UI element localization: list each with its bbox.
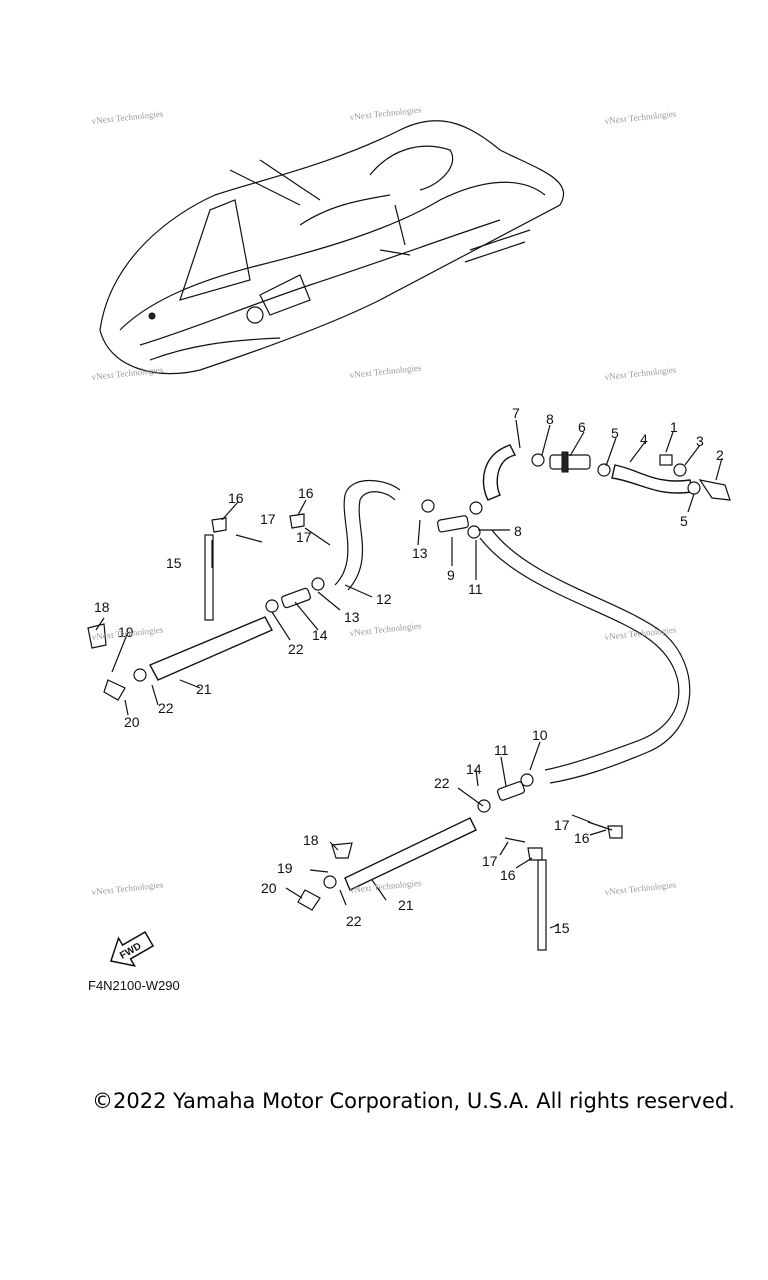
callout-17: 17 (260, 511, 276, 527)
watermark: vNext Technologies (349, 620, 422, 638)
callout-22: 22 (434, 775, 450, 791)
callout-22: 22 (158, 700, 174, 716)
callout-11: 11 (468, 581, 483, 597)
callout-16: 16 (500, 867, 516, 883)
figure-code: F4N2100-W290 (88, 978, 180, 993)
watermark: vNext Technologies (604, 879, 677, 897)
callout-2: 2 (716, 447, 724, 463)
callout-20: 20 (124, 714, 140, 730)
callout-14: 14 (466, 761, 482, 777)
watermark: vNext Technologies (91, 108, 164, 126)
callout-22: 22 (288, 641, 304, 657)
callout-8: 8 (546, 411, 554, 427)
leader-lines (95, 419, 723, 929)
callout-19: 19 (118, 624, 134, 640)
callout-5: 5 (611, 425, 619, 441)
callout-16: 16 (228, 490, 244, 506)
callout-4: 4 (640, 431, 648, 447)
callout-13: 13 (412, 545, 428, 561)
callout-15: 15 (554, 920, 570, 936)
callout-22: 22 (346, 913, 362, 929)
callout-21: 21 (196, 681, 212, 697)
callout-13: 13 (344, 609, 360, 625)
callout-21: 21 (398, 897, 414, 913)
callout-1: 1 (670, 419, 678, 435)
watermark: vNext Technologies (349, 104, 422, 122)
fwd-arrow-icon: FWD (109, 931, 155, 967)
callout-8: 8 (514, 523, 522, 539)
watermark: vNext Technologies (604, 364, 677, 382)
callout-5: 5 (680, 513, 688, 529)
callout-18: 18 (303, 832, 319, 848)
hose-assembly (149, 444, 693, 891)
watermark: vNext Technologies (604, 108, 677, 126)
callout-16: 16 (574, 830, 590, 846)
copyright-notice: ©2022 Yamaha Motor Corporation, U.S.A. A… (92, 1089, 735, 1113)
callout-18: 18 (94, 599, 110, 615)
callout-15: 15 (166, 555, 182, 571)
callout-17: 17 (296, 529, 312, 545)
callout-17: 17 (482, 853, 498, 869)
watermark: vNext Technologies (349, 362, 422, 380)
callout-6: 6 (578, 419, 586, 435)
watermark: vNext Technologies (91, 879, 164, 897)
callout-12: 12 (376, 591, 392, 607)
callout-17: 17 (554, 817, 570, 833)
callout-16: 16 (298, 485, 314, 501)
watermark: vNext Technologies (604, 624, 677, 642)
callout-11: 11 (494, 742, 509, 758)
callout-3: 3 (696, 433, 704, 449)
watermark: vNext Technologies (91, 364, 164, 382)
callout-7: 7 (512, 405, 520, 421)
components (87, 451, 731, 951)
callout-19: 19 (277, 860, 293, 876)
callout-14: 14 (312, 627, 328, 643)
callouts: 1 2 3 4 5 5 6 7 8 8 9 10 11 11 12 13 13 … (94, 405, 724, 936)
callout-9: 9 (447, 567, 455, 583)
callout-10: 10 (532, 727, 548, 743)
callout-20: 20 (261, 880, 277, 896)
watercraft-illustration (99, 120, 565, 375)
